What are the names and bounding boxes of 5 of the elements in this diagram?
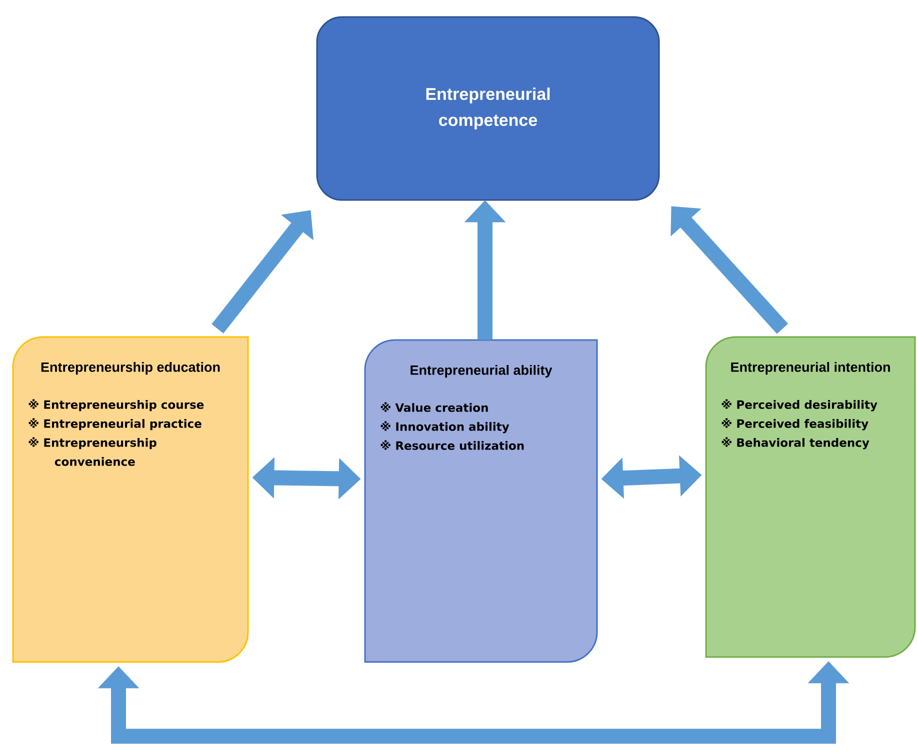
- leaf-box: Entrepreneurial intention ※ Perceived desirability ※ Perceived feasibility ※ Behavioral tendency: [705, 336, 916, 658]
- rounded-box: Entrepreneurial competence: [316, 16, 660, 201]
- leaf-box: Entrepreneurial ability ※ Value creation ※ Innovation ability ※ Resource utilization: [364, 339, 598, 663]
- block-arrow: [670, 206, 788, 334]
- leaf-box: Entrepreneurship education ※ Entrepreneurship course ※ Entrepreneurial practice ※ Entrepreneurship convenience: [12, 336, 249, 663]
